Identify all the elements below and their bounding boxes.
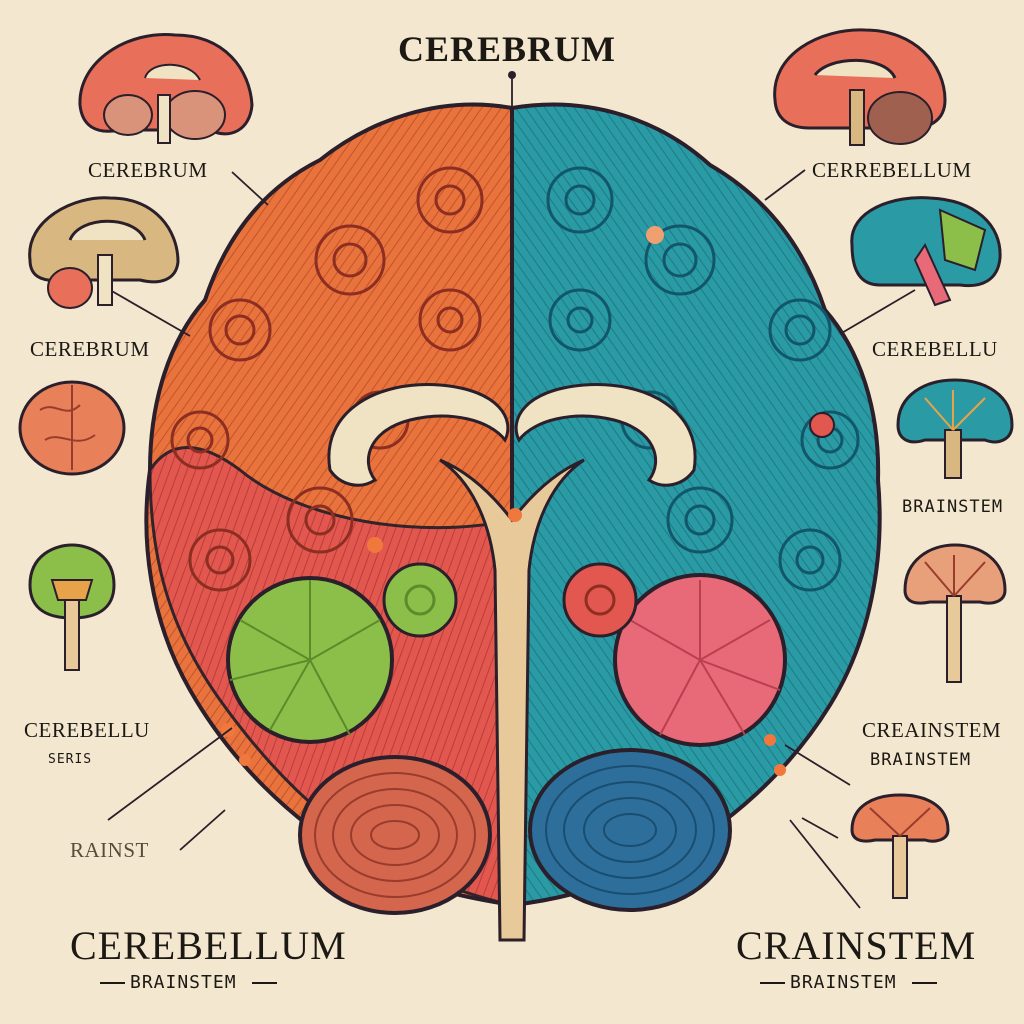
thumbnail-tree-brainstem-right-3 bbox=[850, 793, 950, 899]
thumbnail-sagittal-brain-top-right bbox=[773, 28, 947, 146]
thumbnail-brain-left bbox=[18, 380, 126, 476]
bottom-left-main-label: CEREBELLUM bbox=[70, 923, 347, 968]
leader-lines bbox=[107, 75, 916, 909]
label-left-1: CEREBRUM bbox=[88, 158, 208, 182]
thumbnail-colored-brain-right bbox=[850, 196, 1002, 307]
bottom-left-sub-label: BRAINSTEM bbox=[130, 972, 237, 993]
thumbnail-sagittal-brain-top-left bbox=[78, 32, 254, 144]
right-cerebellum bbox=[528, 748, 732, 912]
thumbnail-tree-brainstem-right bbox=[896, 378, 1014, 479]
label-left-3: CEREBELLU bbox=[24, 718, 150, 742]
brainstem bbox=[439, 458, 585, 942]
green-lobe bbox=[226, 576, 394, 744]
left-cerebellum bbox=[298, 755, 492, 915]
label-right-4-sub: BRAINSTEM bbox=[870, 750, 972, 770]
bottom-right-sub-label: BRAINSTEM bbox=[790, 972, 897, 993]
label-left-3-sub: SERIS bbox=[48, 752, 93, 767]
title-label: CEREBRUM bbox=[398, 29, 617, 69]
label-right-1: CERREBELLUM bbox=[812, 158, 972, 182]
label-right-2: CEREBELLU bbox=[872, 337, 998, 361]
pink-lobe bbox=[613, 573, 787, 747]
small-green-lobe bbox=[382, 562, 458, 638]
thumbnail-coronal-brain-left bbox=[28, 543, 116, 671]
label-right-4: CREAINSTEM bbox=[862, 718, 1002, 742]
bottom-right-main-label: CRAINSTEM bbox=[736, 923, 977, 968]
label-left-2: CEREBRUM bbox=[30, 337, 150, 361]
thumbnail-sagittal-brain-left bbox=[28, 196, 180, 309]
thumbnail-tree-brainstem-right-2 bbox=[903, 543, 1007, 683]
label-left-4: RAINST bbox=[70, 838, 149, 862]
corpus-callosum bbox=[327, 382, 697, 487]
small-red-lobe bbox=[562, 562, 638, 638]
label-right-3: BRAINSTEM bbox=[902, 497, 1004, 517]
